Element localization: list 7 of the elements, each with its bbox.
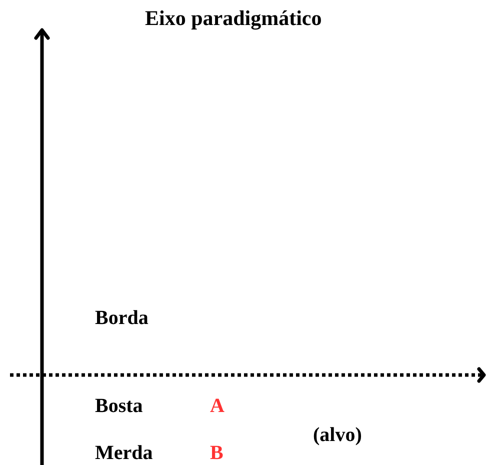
- word-label: Borda: [95, 308, 148, 328]
- letter-marker: A: [210, 396, 224, 416]
- word-label: Merda: [95, 443, 153, 463]
- word-label: (alvo): [313, 425, 362, 445]
- word-label: Bosta: [95, 396, 143, 416]
- letter-marker: B: [210, 443, 224, 463]
- title: Eixo paradigmático: [145, 8, 322, 29]
